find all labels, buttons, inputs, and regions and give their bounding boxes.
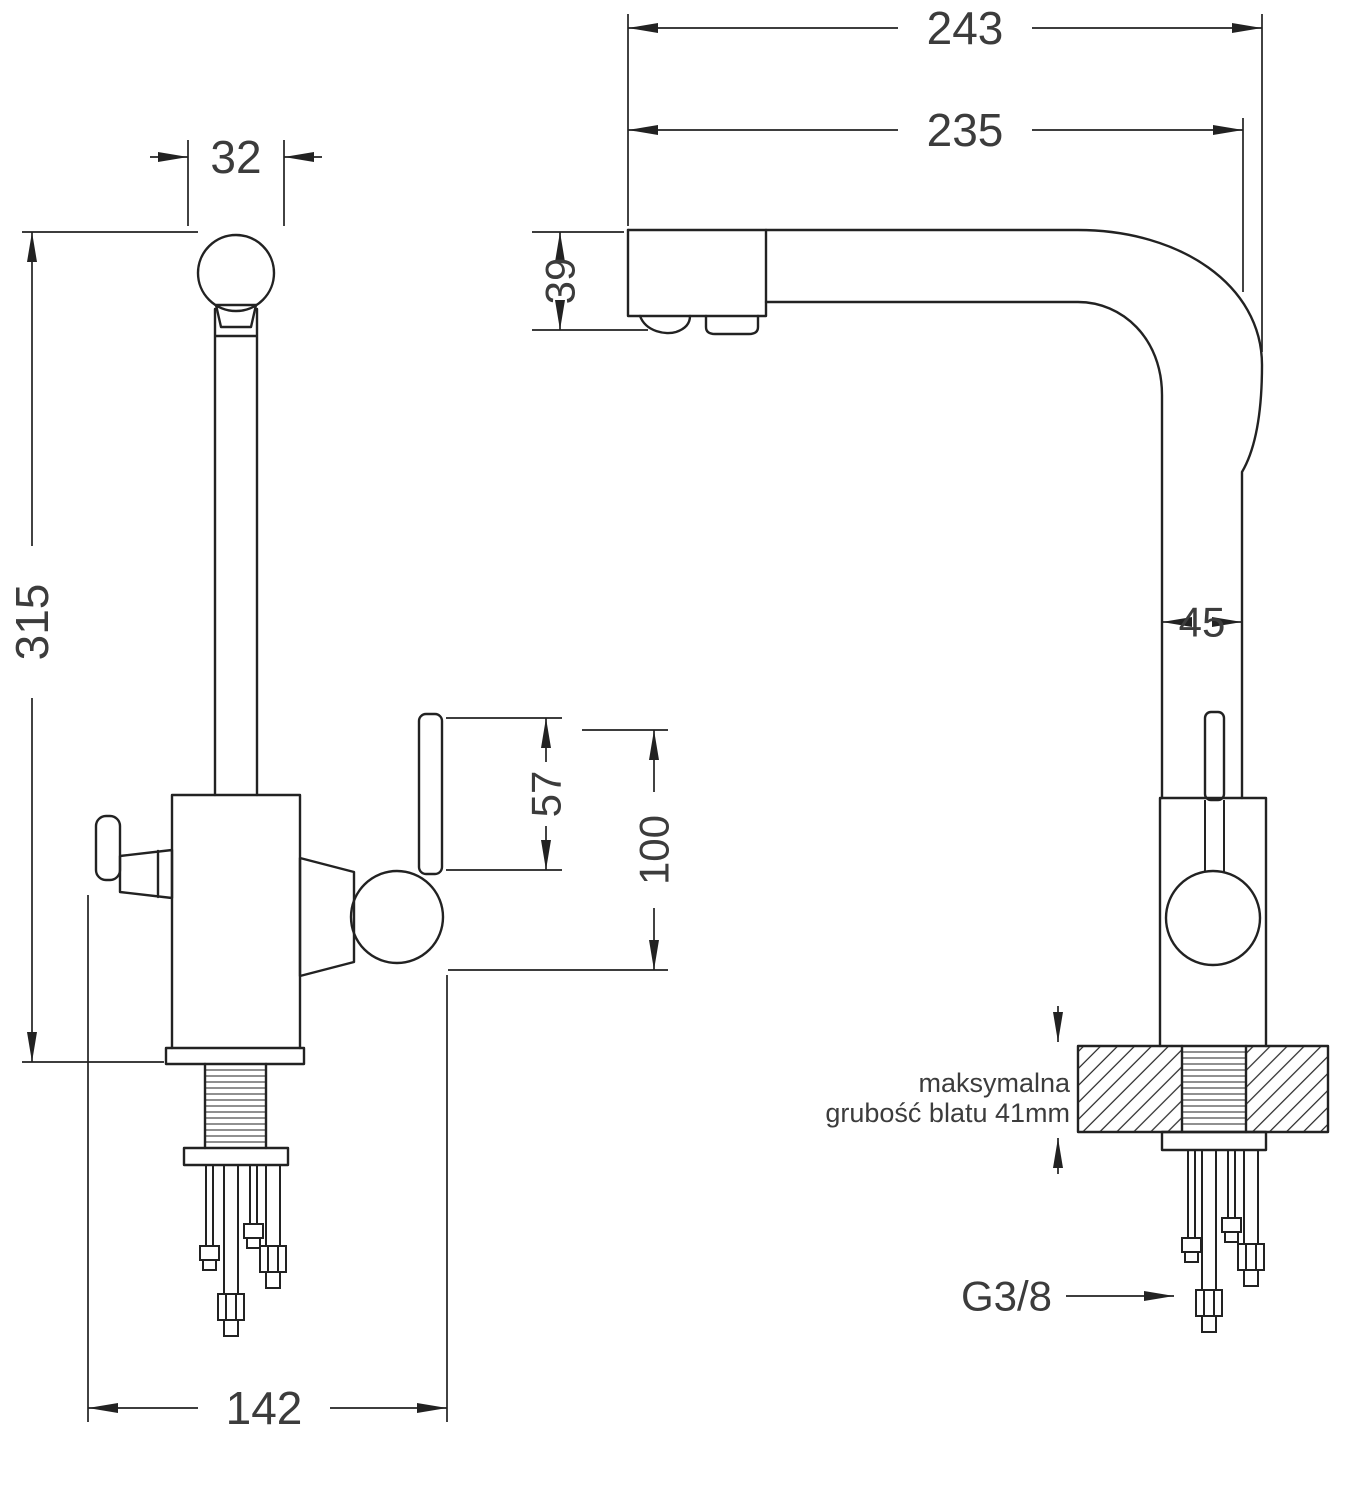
dimension-315: 315 [6, 231, 198, 1063]
dimension-57: 57 [446, 717, 570, 871]
handle-pivot-front [349, 869, 445, 965]
dimension-39: 39 [532, 231, 648, 331]
spout-outer-curve [626, 228, 1264, 800]
body-front [170, 793, 302, 1050]
dimension-label-100: 100 [631, 815, 678, 885]
aerator-bump-1 [638, 314, 692, 335]
spout-end-circle [196, 233, 276, 313]
side-view [626, 228, 1330, 1333]
countertop-thickness-note: maksymalna grubość blatu 41mm [825, 1006, 1071, 1174]
counter-note-line1: maksymalna [918, 1068, 1071, 1098]
dimension-32: 32 [150, 131, 322, 226]
riser-pipe-front [213, 307, 259, 797]
dimension-142: 142 [87, 895, 448, 1434]
dimension-label-57: 57 [523, 771, 570, 818]
dimension-label-315: 315 [6, 584, 58, 661]
aerator-bump-2 [704, 314, 760, 336]
countertop-hatch-left [1078, 1046, 1182, 1132]
dimension-label-243: 243 [927, 2, 1004, 54]
front-view [94, 233, 445, 1337]
dimension-label-235: 235 [927, 104, 1004, 156]
dimension-label-32: 32 [210, 131, 261, 183]
dimension-235: 235 [628, 104, 1244, 292]
handle-cone-front [298, 856, 356, 978]
shank-thread-front [205, 1069, 266, 1143]
spout-inner-curve [764, 300, 1164, 800]
body-side [1158, 796, 1268, 1048]
dimension-label-142: 142 [226, 1382, 303, 1434]
dimension-45: 45 [1162, 599, 1242, 646]
filter-lever-front [94, 814, 122, 882]
thread-label: G3/8 [961, 1273, 1052, 1320]
hoses-side [1181, 1150, 1265, 1333]
dimension-243: 243 [627, 2, 1263, 352]
spout-head-side [626, 228, 768, 318]
counter-note-line2: grubość blatu 41mm [825, 1098, 1070, 1128]
handle-pivot-side [1164, 869, 1262, 967]
shank-side [1180, 1044, 1248, 1134]
base-flange-front [164, 1046, 306, 1066]
thread-label-group: G3/8 [961, 1273, 1174, 1320]
aerator-front [214, 303, 258, 329]
hoses-front [199, 1165, 287, 1337]
dimension-100: 100 [448, 729, 678, 971]
lock-plate-front [182, 1146, 290, 1167]
dimension-label-39: 39 [537, 258, 584, 305]
handle-lever-front [417, 712, 444, 876]
shank-thread-side [1182, 1051, 1246, 1125]
handle-lever-side [1203, 710, 1226, 802]
handle-stem-side [1204, 800, 1225, 872]
countertop-hatch-right [1246, 1046, 1328, 1132]
lock-plate-side [1160, 1130, 1268, 1152]
dimension-label-45: 45 [1179, 599, 1226, 646]
filter-lever-joint-front [118, 848, 174, 900]
